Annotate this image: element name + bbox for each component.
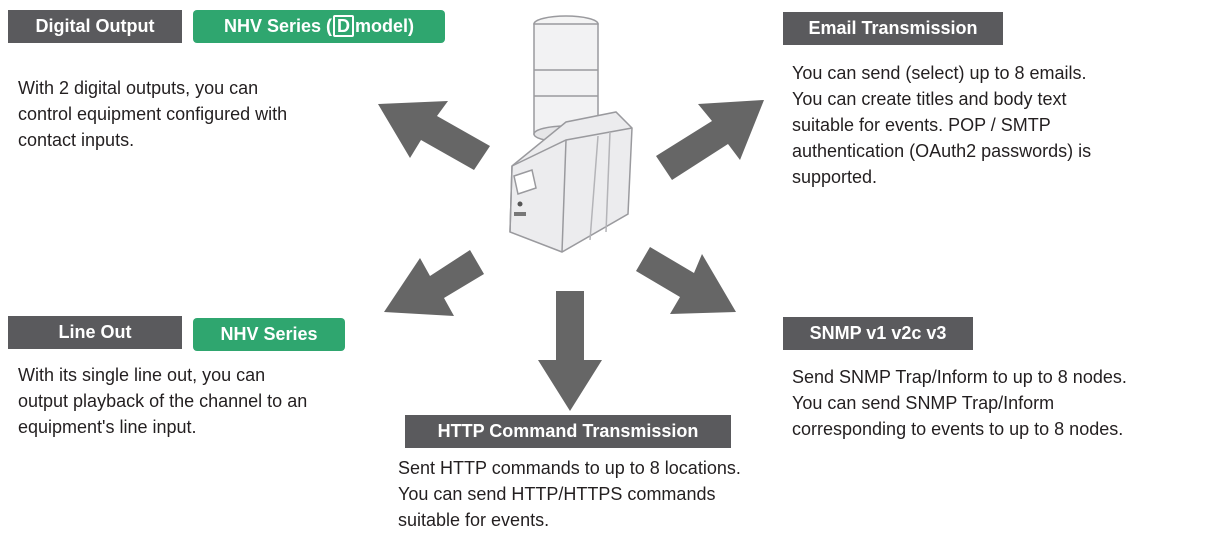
series-prefix: NHV Series ( — [223, 16, 333, 36]
email-transmission-label: Email Transmission — [783, 12, 1003, 45]
arrow-to-digital-output — [378, 101, 490, 170]
series-suffix: model) — [355, 16, 415, 36]
arrow-to-snmp — [636, 247, 736, 314]
line-out-label: Line Out — [8, 316, 182, 349]
line-out-description: With its single line out, you can output… — [18, 365, 308, 437]
d-model-box: D — [333, 15, 355, 37]
digital-output-description: With 2 digital outputs, you can control … — [18, 78, 288, 150]
http-command-label: HTTP Command Transmission — [405, 415, 731, 448]
arrow-to-http — [538, 291, 602, 411]
arrow-to-email — [656, 100, 764, 180]
http-command-description: Sent HTTP commands to up to 8 locations.… — [398, 458, 741, 530]
email-transmission-description: You can send (select) up to 8 emails. Yo… — [792, 63, 1092, 187]
arrow-to-line-out — [384, 250, 484, 316]
snmp-label: SNMP v1 v2c v3 — [783, 317, 973, 350]
snmp-description: Send SNMP Trap/Inform to up to 8 nodes. … — [792, 367, 1127, 439]
line-out-series-badge: NHV Series — [193, 318, 345, 351]
signal-tower-device-icon — [509, 15, 633, 253]
digital-output-label: Digital Output — [8, 10, 182, 43]
